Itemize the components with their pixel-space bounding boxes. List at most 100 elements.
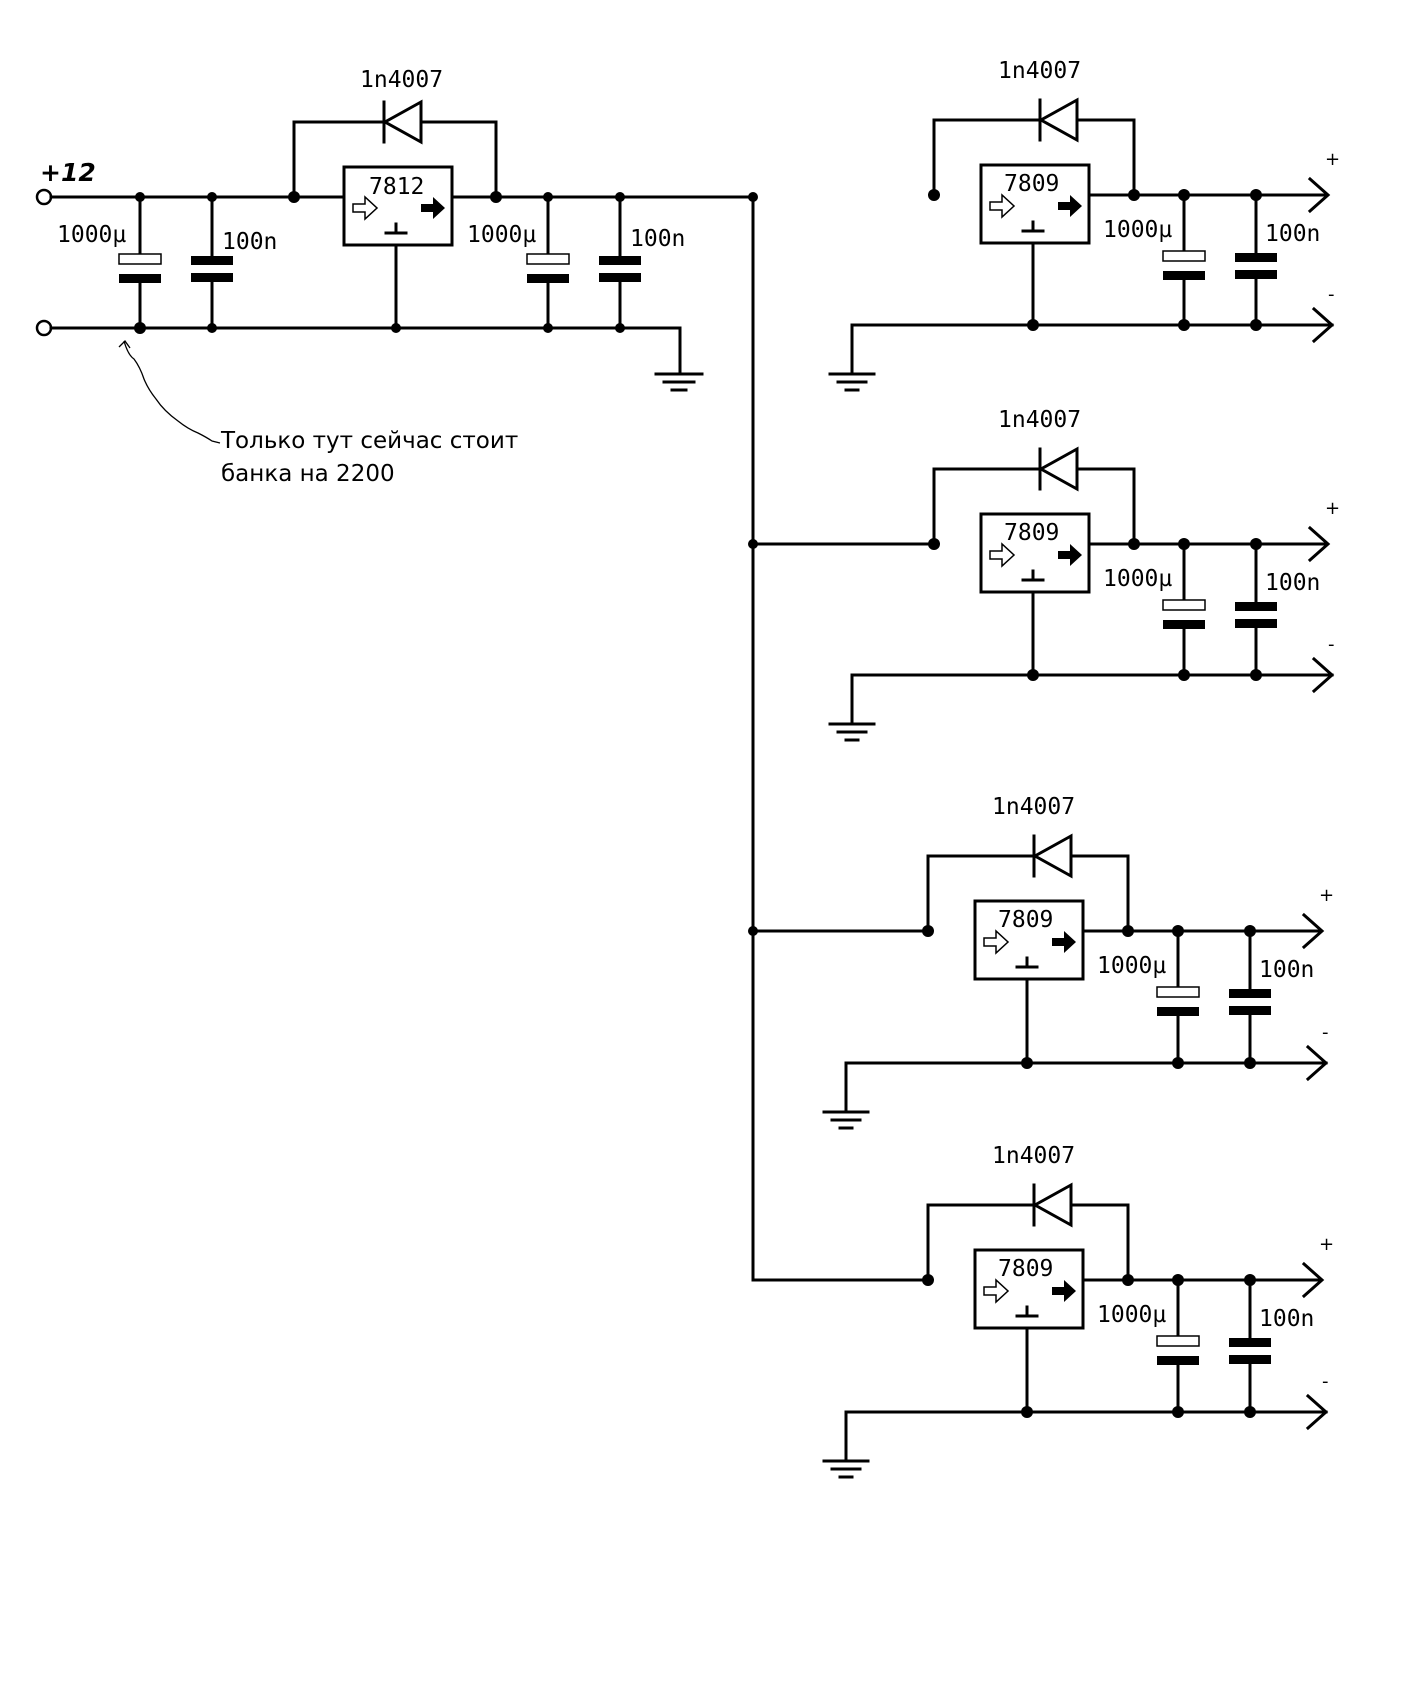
ground-symbol xyxy=(828,722,876,742)
branch-3: 1n4007 7809 1000µ 100n + - xyxy=(822,794,1334,1130)
branch-2: 1n4007 7809 1000µ 100n + - xyxy=(828,407,1340,742)
main-junction-dots xyxy=(134,191,758,334)
regulator-output-arrow-icon xyxy=(1058,195,1082,217)
branch-diode-label: 1n4007 xyxy=(998,407,1081,433)
regulator-ground-pin-icon xyxy=(1015,1305,1039,1318)
branch-diode-label: 1n4007 xyxy=(992,1143,1075,1169)
branch-electrolytic-label: 1000µ xyxy=(1103,566,1172,592)
output-minus-label: - xyxy=(1328,634,1335,655)
branch-ceramic-label: 100n xyxy=(1265,221,1320,247)
output-minus-label: - xyxy=(1322,1022,1329,1043)
regulator-7809-label: 7809 xyxy=(1004,171,1059,197)
branch-electrolytic-label: 1000µ xyxy=(1103,217,1172,243)
branch-diode-bypass-wire xyxy=(926,854,1130,933)
output-plus-label: + xyxy=(1319,1234,1334,1255)
regulator-7812-label: 7812 xyxy=(369,174,424,200)
regulator-branches: 1n4007 7809 1000µ 100n + - 1n4007 7809 1000µ 100n… xyxy=(822,58,1340,1479)
main-diode-bypass-wire xyxy=(292,120,498,199)
branch-4: 1n4007 7809 1000µ 100n + - xyxy=(822,1143,1334,1479)
main-bypass-diode xyxy=(348,99,423,145)
regulator-input-arrow-icon xyxy=(983,1278,1010,1304)
branch-diode-bypass-wire xyxy=(926,1203,1130,1282)
branch-bypass-diode xyxy=(1010,97,1082,143)
output-minus-rail xyxy=(844,1393,1329,1462)
input-voltage-label: +12 xyxy=(40,158,96,187)
regulator-ground-pin-icon xyxy=(1021,569,1045,582)
input-ground-terminal xyxy=(35,319,53,337)
regulator-ground-pin-icon xyxy=(1015,956,1039,969)
output-minus-rail xyxy=(850,656,1335,725)
regulator-input-arrow-icon xyxy=(983,929,1010,955)
input-plus-terminal xyxy=(35,188,53,206)
branch-junction-dots xyxy=(928,538,1262,681)
annotation-line-1: Только тут сейчас стоит xyxy=(220,428,518,454)
regulator-input-arrow-icon xyxy=(352,195,379,221)
branch-bypass-diode xyxy=(1004,833,1076,879)
output-plus-rail xyxy=(1081,912,1325,950)
bus-junction-dots xyxy=(748,539,758,936)
ground-symbol xyxy=(822,1110,870,1130)
branch-ceramic-capacitor xyxy=(1229,929,1271,1065)
branch-1: 1n4007 7809 1000µ 100n + - xyxy=(828,58,1340,392)
branch-ceramic-capacitor xyxy=(1235,193,1277,327)
regulator-ground-pin-icon xyxy=(1021,220,1045,233)
branch-ceramic-label: 100n xyxy=(1259,1306,1314,1332)
branch-diode-bypass-wire xyxy=(932,118,1136,197)
output-plus-label: + xyxy=(1325,498,1340,519)
main-diode-label: 1n4007 xyxy=(360,67,443,93)
branch-electrolytic-capacitor xyxy=(1162,193,1206,327)
regulator-ground-pin-icon xyxy=(384,222,408,235)
branch-electrolytic-capacitor xyxy=(1162,542,1206,677)
output-minus-rail xyxy=(850,306,1335,375)
ground-symbol xyxy=(822,1459,870,1479)
branch-diode-bypass-wire xyxy=(932,467,1136,546)
ground-rail xyxy=(49,326,682,374)
regulator-7809-label: 7809 xyxy=(1004,520,1059,546)
input-ceramic-label: 100n xyxy=(222,229,277,255)
branch-junction-dots xyxy=(928,189,1262,331)
output-plus-rail xyxy=(1081,1261,1325,1299)
output-plus-label: + xyxy=(1325,149,1340,170)
regulator-7809-label: 7809 xyxy=(998,1256,1053,1282)
output-plus-rail xyxy=(1087,176,1331,214)
branch-ceramic-label: 100n xyxy=(1265,570,1320,596)
regulator-output-arrow-icon xyxy=(1058,544,1082,566)
input-electrolytic-capacitor xyxy=(118,195,162,330)
branch-diode-label: 1n4007 xyxy=(992,794,1075,820)
branch-bypass-diode xyxy=(1010,446,1082,492)
regulator-input-arrow-icon xyxy=(989,193,1016,219)
ground-symbol xyxy=(828,372,876,392)
output-minus-label: - xyxy=(1328,284,1335,305)
output-electrolytic-capacitor xyxy=(526,195,570,330)
regulator-7809-label: 7809 xyxy=(998,907,1053,933)
branch-electrolytic-label: 1000µ xyxy=(1097,953,1166,979)
input-ceramic-capacitor xyxy=(191,195,233,330)
branch-ceramic-label: 100n xyxy=(1259,957,1314,983)
branch-diode-label: 1n4007 xyxy=(998,58,1081,84)
main-stage: +12 1000µ 100n 1n4007 xyxy=(35,67,758,487)
branch-junction-dots xyxy=(922,925,1256,1069)
branch-junction-dots xyxy=(922,1274,1256,1418)
branch-electrolytic-label: 1000µ xyxy=(1097,1302,1166,1328)
main-ground-symbol xyxy=(654,372,704,392)
output-minus-label: - xyxy=(1322,1371,1329,1392)
branch-ceramic-capacitor xyxy=(1235,542,1277,677)
distribution-bus xyxy=(751,195,930,1282)
output-plus-rail xyxy=(1087,525,1331,563)
regulator-output-arrow-icon xyxy=(421,197,445,219)
regulator-input-arrow-icon xyxy=(989,542,1016,568)
annotation-arrow-icon xyxy=(118,339,221,444)
regulator-output-arrow-icon xyxy=(1052,931,1076,953)
output-ceramic-capacitor xyxy=(599,195,641,330)
branch-ceramic-capacitor xyxy=(1229,1278,1271,1414)
input-electrolytic-label: 1000µ xyxy=(57,222,126,248)
branch-electrolytic-capacitor xyxy=(1156,1278,1200,1414)
output-minus-rail xyxy=(844,1044,1329,1113)
branch-electrolytic-capacitor xyxy=(1156,929,1200,1065)
regulator-output-arrow-icon xyxy=(1052,1280,1076,1302)
branch-bypass-diode xyxy=(1004,1182,1076,1228)
annotation-line-2: банка на 2200 xyxy=(221,461,395,487)
output-electrolytic-label: 1000µ xyxy=(467,222,536,248)
output-plus-label: + xyxy=(1319,885,1334,906)
